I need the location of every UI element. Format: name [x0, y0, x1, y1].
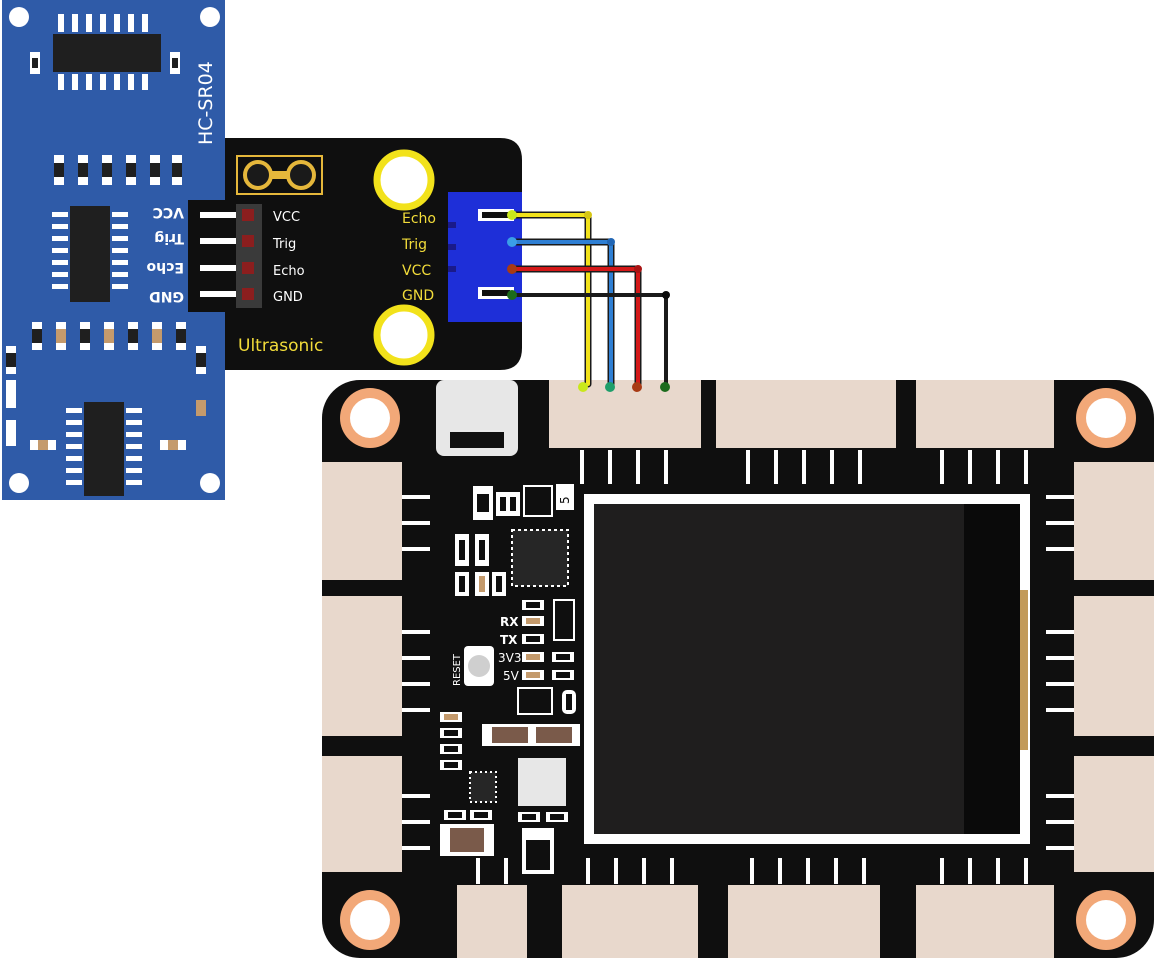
board-silkscreen: RX TX 3V3 5V RESET [452, 615, 521, 686]
usb-c-port [436, 380, 518, 456]
mount-hole [9, 473, 29, 493]
adapter-blue-connector [448, 192, 522, 322]
sensor-resistor-row [54, 155, 182, 185]
label-tx: TX [500, 633, 518, 647]
board-components: 5 [440, 484, 580, 874]
lcd-screen [584, 494, 1030, 844]
adapter-right-pin-vcc: VCC [402, 263, 431, 279]
label-reset: RESET [452, 653, 463, 686]
sensor-chip-middle [52, 206, 128, 302]
mount-hole [200, 473, 220, 493]
adapter-mount-hole [373, 149, 435, 211]
sensor-pin-labels: VCC Trig Echo GND [146, 204, 184, 304]
wire-vcc [508, 265, 642, 388]
hc-sr04-sensor: HC-SR04 [2, 0, 225, 500]
sensor-pin-gnd: GND [149, 288, 184, 304]
mount-hole [9, 7, 29, 27]
adapter-left-pin-gnd: GND [273, 290, 303, 305]
adapter-left-pin-vcc: VCC [273, 210, 300, 225]
adapter-right-pin-echo: Echo [402, 211, 436, 227]
adapter-right-pin-gnd: GND [402, 288, 434, 304]
adapter-jumper [236, 155, 323, 195]
adapter-left-pin-trig: Trig [272, 237, 296, 252]
ultrasonic-adapter: VCC Trig Echo GND Echo Trig VCC GND Ultr… [188, 138, 522, 370]
sensor-chip-bottom [66, 402, 142, 496]
wire-trig [508, 238, 615, 388]
sensor-pin-trig: Trig [154, 230, 184, 246]
sensor-model-label: HC-SR04 [195, 61, 217, 145]
controller-board: 5 [322, 380, 1154, 958]
mount-hole [200, 7, 220, 27]
bottom-connectors [457, 885, 1054, 958]
top-connectors [549, 380, 1054, 448]
right-connectors [1074, 462, 1154, 872]
sensor-pin-vcc: VCC [153, 204, 184, 220]
adapter-name: Ultrasonic [238, 336, 323, 356]
sensor-pin-echo: Echo [146, 259, 184, 275]
label-5v: 5V [503, 669, 520, 683]
label-rx: RX [500, 615, 519, 629]
adapter-mount-hole [373, 304, 435, 366]
wires [507, 210, 670, 392]
adapter-left-pin-echo: Echo [273, 264, 305, 279]
adapter-header-pins [188, 200, 262, 312]
board-label-5: 5 [558, 496, 572, 504]
label-3v3: 3V3 [498, 651, 521, 665]
board-corner-holes [340, 388, 1136, 950]
sensor-chip-top [53, 14, 161, 90]
adapter-right-pin-trig: Trig [401, 237, 427, 253]
left-connectors [322, 462, 402, 872]
